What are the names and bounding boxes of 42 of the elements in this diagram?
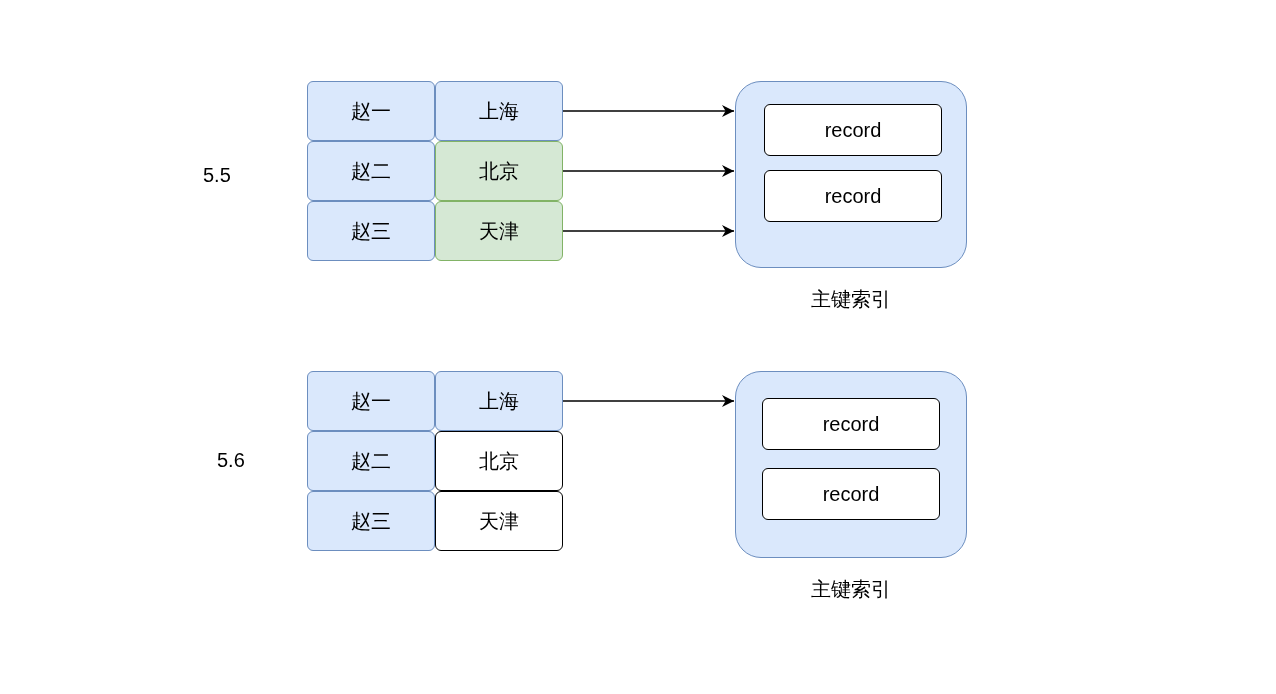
cell-label: 北京 bbox=[479, 448, 519, 474]
index-box bbox=[735, 371, 967, 558]
version-label: 5.6 bbox=[217, 449, 245, 472]
record-label: record bbox=[824, 184, 882, 208]
arrow bbox=[562, 395, 735, 407]
cell bbox=[435, 371, 563, 431]
cell bbox=[307, 81, 435, 141]
record-label: record bbox=[822, 482, 880, 506]
version-label: 5.5 bbox=[203, 164, 231, 187]
cell-label: 北京 bbox=[479, 158, 519, 184]
arrow bbox=[562, 225, 735, 237]
cell-label: 上海 bbox=[479, 98, 519, 124]
cell bbox=[435, 141, 563, 201]
record-box bbox=[762, 468, 940, 520]
arrow bbox=[562, 165, 735, 177]
cell bbox=[307, 141, 435, 201]
record-box bbox=[764, 104, 942, 156]
index-caption: 主键索引 bbox=[810, 287, 892, 312]
index-caption: 主键索引 bbox=[810, 577, 892, 602]
cell-label: 赵二 bbox=[351, 448, 391, 474]
cell bbox=[435, 491, 563, 551]
cell-label: 上海 bbox=[479, 388, 519, 414]
cell bbox=[307, 201, 435, 261]
cell-label: 赵三 bbox=[351, 508, 391, 534]
record-label: record bbox=[824, 118, 882, 142]
cell bbox=[307, 371, 435, 431]
cell-label: 赵二 bbox=[351, 158, 391, 184]
index-box bbox=[735, 81, 967, 268]
cell bbox=[307, 431, 435, 491]
cell bbox=[307, 491, 435, 551]
cell bbox=[435, 201, 563, 261]
cell-label: 赵一 bbox=[351, 98, 391, 124]
cell bbox=[435, 81, 563, 141]
cell-label: 天津 bbox=[479, 218, 519, 244]
cell-label: 赵一 bbox=[351, 388, 391, 414]
cell-label: 天津 bbox=[479, 508, 519, 534]
arrow bbox=[562, 105, 735, 117]
record-box bbox=[764, 170, 942, 222]
record-label: record bbox=[822, 412, 880, 436]
cell-label: 赵三 bbox=[351, 218, 391, 244]
cell bbox=[435, 431, 563, 491]
record-box bbox=[762, 398, 940, 450]
